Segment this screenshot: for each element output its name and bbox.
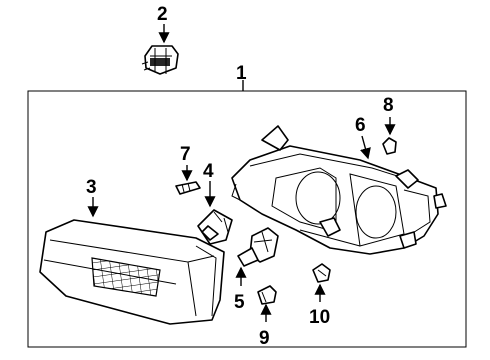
part-6-housing	[231, 125, 447, 255]
part-3-lens	[39, 219, 225, 325]
callout-4: 4	[203, 161, 214, 182]
callout-10: 10	[309, 307, 330, 328]
part-2-connector	[141, 45, 179, 75]
callout-2: 2	[157, 4, 168, 25]
callout-8: 8	[383, 95, 394, 116]
part-5-bulb	[237, 227, 279, 267]
assembly-boundary-box	[27, 90, 467, 348]
callout-7: 7	[180, 144, 191, 165]
callout-6: 6	[355, 115, 366, 136]
part-4-bulb	[197, 209, 233, 245]
callout-9: 9	[259, 328, 270, 349]
callout-5: 5	[234, 292, 245, 313]
part-10-grommet	[312, 263, 331, 283]
part-7-clip	[175, 181, 201, 195]
callout-1: 1	[236, 63, 247, 84]
part-8-clip	[382, 137, 397, 155]
leader-line-6	[360, 135, 371, 160]
callout-3: 3	[86, 177, 97, 198]
part-9-clip	[257, 285, 277, 305]
